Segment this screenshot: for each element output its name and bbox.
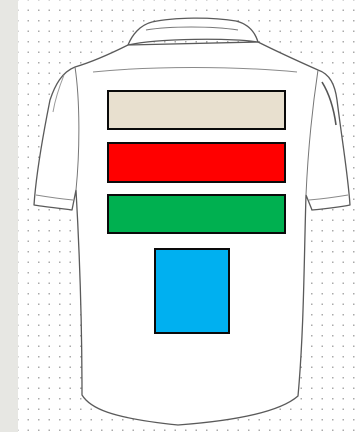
green-stripe[interactable] (107, 194, 286, 234)
shirt-collar (128, 18, 258, 45)
beige-stripe[interactable] (107, 90, 286, 130)
red-stripe[interactable] (107, 142, 286, 183)
blue-block[interactable] (154, 248, 230, 334)
